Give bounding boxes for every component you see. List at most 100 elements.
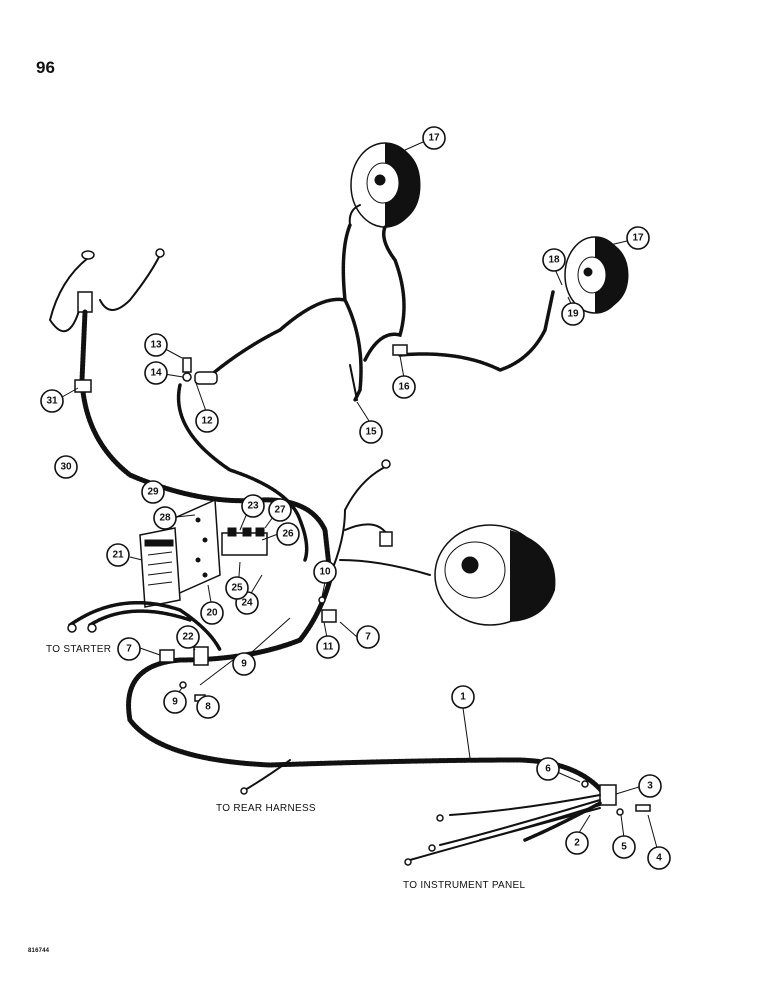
terminal-pigtail-right	[155, 248, 165, 258]
callout-4: 4	[647, 846, 671, 870]
figure-code: 816744	[28, 948, 50, 954]
callout-5: 5	[612, 835, 636, 859]
svg-text:22: 22	[182, 632, 194, 643]
svg-text:6: 6	[545, 764, 551, 775]
page-number: 96	[36, 58, 55, 77]
clip-15	[349, 364, 358, 401]
callout-9-left: 9	[163, 690, 187, 714]
callout-16: 16	[392, 375, 416, 399]
callout-11: 11	[316, 635, 340, 659]
decal-21	[139, 527, 181, 608]
headlight-harness	[203, 223, 555, 402]
callout-31: 31	[40, 389, 64, 413]
terminal-instrument-a	[436, 814, 444, 822]
wire-alternator-field	[339, 559, 431, 576]
svg-text:15: 15	[365, 427, 377, 438]
washer-14	[182, 372, 192, 382]
headlight-right	[564, 236, 629, 314]
svg-text:27: 27	[274, 505, 286, 516]
callout-1: 1	[451, 685, 475, 709]
clamp-7-right	[321, 609, 337, 623]
clamp-12	[194, 371, 218, 385]
svg-text:17: 17	[428, 133, 440, 144]
clamp-7-left	[159, 649, 175, 663]
callout-13: 13	[144, 333, 168, 357]
headlight-upper	[350, 142, 421, 228]
lead-instrument-e	[523, 801, 602, 842]
lead-instrument-d	[409, 807, 601, 861]
svg-text:19: 19	[567, 309, 579, 320]
svg-text:16: 16	[398, 382, 410, 393]
terminal-instrument-b	[428, 844, 436, 852]
terminal-pigtail-left	[81, 250, 95, 260]
wire-to-headlight-upper	[348, 204, 361, 226]
bracket-3	[599, 784, 617, 806]
lead-instrument-a	[449, 794, 601, 816]
ground-harness	[176, 383, 309, 562]
callout-28: 28	[153, 506, 177, 530]
bolt-13	[182, 357, 192, 373]
starter-cable-a	[68, 600, 222, 652]
wire-alternator-top	[329, 466, 386, 576]
callout-17-upper: 17	[422, 126, 446, 150]
svg-text:30: 30	[60, 462, 72, 473]
caption-to-instrument-panel: TO INSTRUMENT PANEL	[403, 880, 526, 891]
callout-26: 26	[276, 522, 300, 546]
callout-20: 20	[200, 601, 224, 625]
callout-25: 25	[225, 576, 249, 600]
callout-21: 21	[106, 543, 130, 567]
callout-19: 19	[561, 302, 585, 326]
svg-text:9: 9	[172, 697, 178, 708]
svg-text:14: 14	[150, 368, 162, 379]
svg-text:10: 10	[319, 567, 331, 578]
terminal-starter-a	[67, 623, 77, 633]
callout-6: 6	[536, 757, 560, 781]
callout-15: 15	[359, 420, 383, 444]
pigtail-left	[48, 257, 89, 333]
callout-10: 10	[313, 560, 337, 584]
callout-30: 30	[54, 455, 78, 479]
pigtail-right	[99, 254, 161, 311]
terminal-alternator	[381, 459, 391, 469]
callout-18: 18	[542, 248, 566, 272]
main-harness-1	[126, 577, 608, 798]
svg-text:5: 5	[621, 842, 627, 853]
svg-text:24: 24	[241, 598, 253, 609]
svg-text:23: 23	[247, 501, 259, 512]
callout-9-right: 9	[232, 652, 256, 676]
harness-30	[79, 309, 333, 578]
lead-instrument-b	[439, 799, 601, 846]
starter-cable-b	[88, 609, 192, 627]
callout-7-right: 7	[356, 625, 380, 649]
washer-5	[616, 808, 624, 816]
callout-2: 2	[565, 831, 589, 855]
grommet-31	[74, 379, 92, 393]
terminal-instrument-d	[404, 858, 412, 866]
svg-text:31: 31	[46, 396, 58, 407]
relay-block	[221, 527, 268, 556]
caption-to-starter: TO STARTER	[46, 644, 112, 655]
callout-17-right: 17	[626, 226, 650, 250]
callout-27: 27	[268, 498, 292, 522]
callout-3: 3	[638, 774, 662, 798]
svg-text:2: 2	[574, 838, 580, 849]
svg-text:13: 13	[150, 340, 162, 351]
svg-text:7: 7	[365, 632, 371, 643]
bolt-4	[635, 804, 651, 812]
wire-rear-harness	[244, 759, 291, 791]
callout-22: 22	[176, 625, 200, 649]
svg-text:29: 29	[147, 487, 159, 498]
svg-text:1: 1	[460, 692, 466, 703]
svg-text:7: 7	[126, 644, 132, 655]
mounting-plate-20	[169, 498, 221, 597]
svg-text:20: 20	[206, 608, 218, 619]
terminal-rear	[240, 787, 248, 795]
washer-10	[318, 596, 326, 604]
svg-text:17: 17	[632, 233, 644, 244]
nut-6	[581, 780, 589, 788]
connector-22	[193, 646, 209, 666]
callout-7-left: 7	[117, 637, 141, 661]
svg-text:18: 18	[548, 255, 560, 266]
svg-text:8: 8	[205, 702, 211, 713]
svg-text:21: 21	[112, 550, 124, 561]
